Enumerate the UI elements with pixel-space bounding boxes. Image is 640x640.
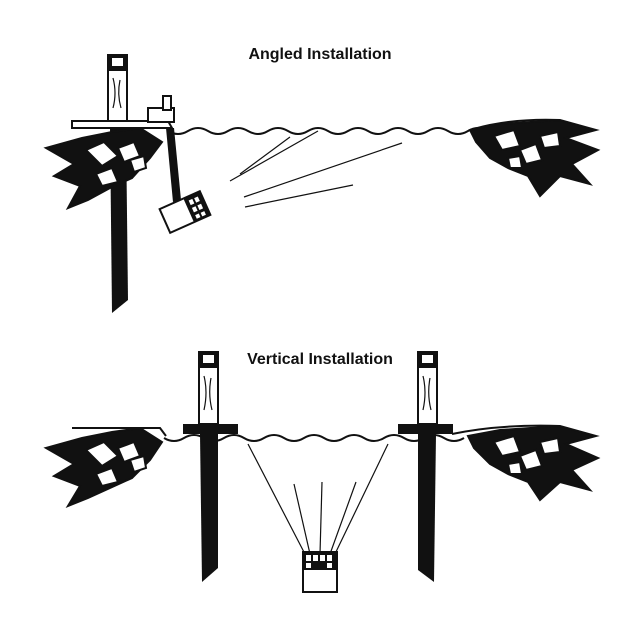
- transducer-icon: [158, 189, 212, 235]
- shoreline-rocks-icon-vertical-right: [466, 424, 601, 502]
- sonar-beam-icon-vertical: [247, 443, 389, 557]
- mounting-bracket: [147, 95, 181, 202]
- vertical-installation-title: Vertical Installation: [247, 351, 393, 368]
- transducer-icon-vertical: [302, 551, 338, 593]
- dock-post-icon-left: [183, 351, 238, 582]
- dock-post-icon-right: [398, 351, 453, 582]
- angled-scene: [43, 54, 601, 313]
- sonar-beam-icon: [229, 130, 403, 208]
- water-surface-icon: [167, 127, 489, 135]
- shoreline-rocks-icon: [43, 126, 164, 210]
- angled-installation-title: Angled Installation: [248, 46, 392, 63]
- shoreline-rocks-icon-right: [468, 118, 601, 198]
- vertical-scene: [43, 351, 601, 593]
- shoreline-rocks-icon-vertical-left: [43, 426, 164, 509]
